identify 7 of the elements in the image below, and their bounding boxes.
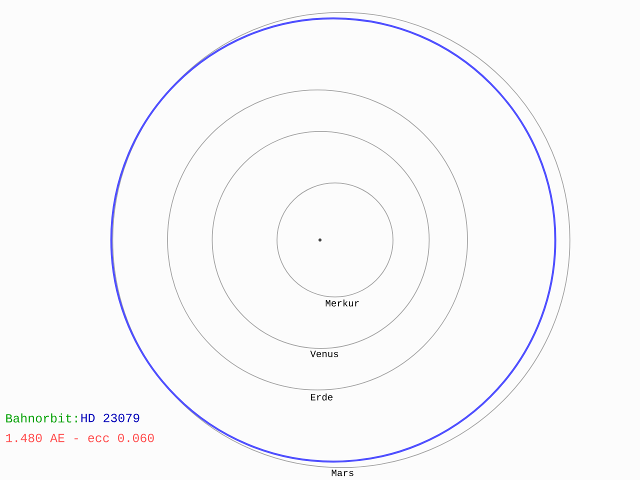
planet-name: Merkur (326, 299, 359, 306)
orbit-label: Bahnorbit: (6, 413, 77, 423)
star-name: HD 23079 (81, 414, 140, 422)
orbit-parameters: 1.480 AE - ecc 0.060 (6, 434, 154, 442)
planet-name: Venus (310, 350, 338, 358)
planet-name: Erde (310, 393, 333, 401)
planet-name: Mars (332, 470, 354, 476)
